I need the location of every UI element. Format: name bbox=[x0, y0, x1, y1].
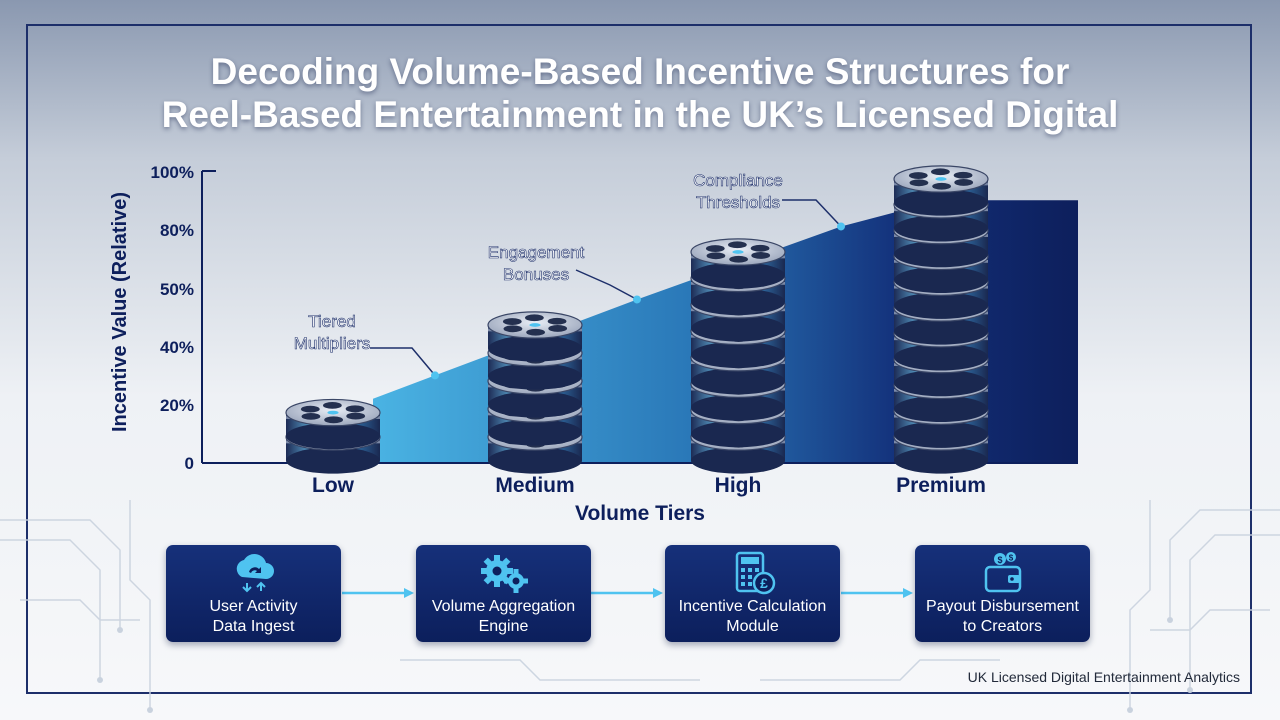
annotation-text: Engagement bbox=[488, 243, 585, 262]
outer-frame bbox=[26, 24, 1252, 694]
flow-step-incentive-calculation: £ Incentive Calculation Module bbox=[665, 545, 840, 642]
svg-text:£: £ bbox=[760, 575, 768, 591]
flow-step-label-3a: Incentive Calculation bbox=[678, 598, 827, 615]
svg-text:$: $ bbox=[997, 555, 1002, 565]
x-category-label: High bbox=[715, 474, 762, 497]
title-line-2: Reel-Based Entertainment in the UK’s Lic… bbox=[161, 94, 1119, 135]
gears-icon bbox=[416, 551, 591, 595]
flow-step-user-activity: User Activity Data Ingest bbox=[166, 545, 341, 642]
calculator-pound-icon: £ bbox=[665, 551, 840, 595]
flow-step-label-1b: Data Ingest bbox=[212, 618, 295, 635]
y-tick-label: 50% bbox=[160, 280, 194, 299]
svg-text:$: $ bbox=[1008, 554, 1013, 563]
x-category-label: Premium bbox=[896, 474, 986, 497]
y-tick-label: 100% bbox=[151, 163, 194, 182]
reel-stack-medium bbox=[487, 311, 583, 474]
annotation-leader bbox=[782, 199, 842, 227]
y-tick-label: 40% bbox=[160, 338, 194, 357]
flow-step-label-2a: Volume Aggregation bbox=[431, 598, 576, 615]
annotation-text: Tiered bbox=[308, 312, 356, 331]
flow-step-label-2b: Engine bbox=[478, 618, 529, 635]
y-tick-label: 80% bbox=[160, 221, 194, 240]
flow-step-label-3b: Module bbox=[726, 618, 779, 635]
flow-step-payout-disbursement: $ $ Payout Disbursement to Creators bbox=[915, 545, 1090, 642]
annotation-text: Thresholds bbox=[696, 193, 780, 212]
annotation-text: Compliance bbox=[693, 171, 783, 190]
annotation-text: Bonuses bbox=[503, 265, 569, 284]
x-category-label: Medium bbox=[495, 474, 574, 497]
flow-step-volume-aggregation: Volume Aggregation Engine bbox=[416, 545, 591, 642]
y-tick-label: 0 bbox=[185, 454, 194, 473]
flow-step-label-1a: User Activity bbox=[209, 598, 298, 615]
cloud-sync-icon bbox=[166, 551, 341, 595]
x-category-label: Low bbox=[312, 474, 355, 497]
incentive-chart: 0 20% 40% 50% 80% 100% Low Medium High Premium Ti… bbox=[109, 163, 1078, 525]
title-line-1: Decoding Volume-Based Incentive Structur… bbox=[210, 51, 1070, 92]
reel-stack-premium bbox=[893, 165, 989, 474]
annotation-leader bbox=[370, 347, 436, 376]
reel-stacks bbox=[285, 165, 989, 474]
reel-stack-high bbox=[690, 238, 786, 474]
footer-caption: UK Licensed Digital Entertainment Analyt… bbox=[967, 669, 1240, 685]
y-axis-label: Incentive Value (Relative) bbox=[109, 192, 131, 432]
annotation-point bbox=[431, 371, 439, 380]
x-axis-label: Volume Tiers bbox=[575, 502, 705, 525]
y-tick-label: 20% bbox=[160, 396, 194, 415]
page-title: Decoding Volume-Based Incentive Structur… bbox=[40, 50, 1240, 136]
flow-step-label-4a: Payout Disbursement bbox=[926, 598, 1079, 615]
annotation-text: Multipliers bbox=[294, 334, 371, 353]
annotation-leader bbox=[575, 269, 638, 301]
wallet-coins-icon: $ $ bbox=[915, 551, 1090, 595]
annotation-point bbox=[837, 222, 845, 231]
flow-step-label-4b: to Creators bbox=[962, 618, 1043, 635]
reel-stack-low bbox=[285, 398, 381, 474]
annotation-point bbox=[633, 295, 641, 304]
